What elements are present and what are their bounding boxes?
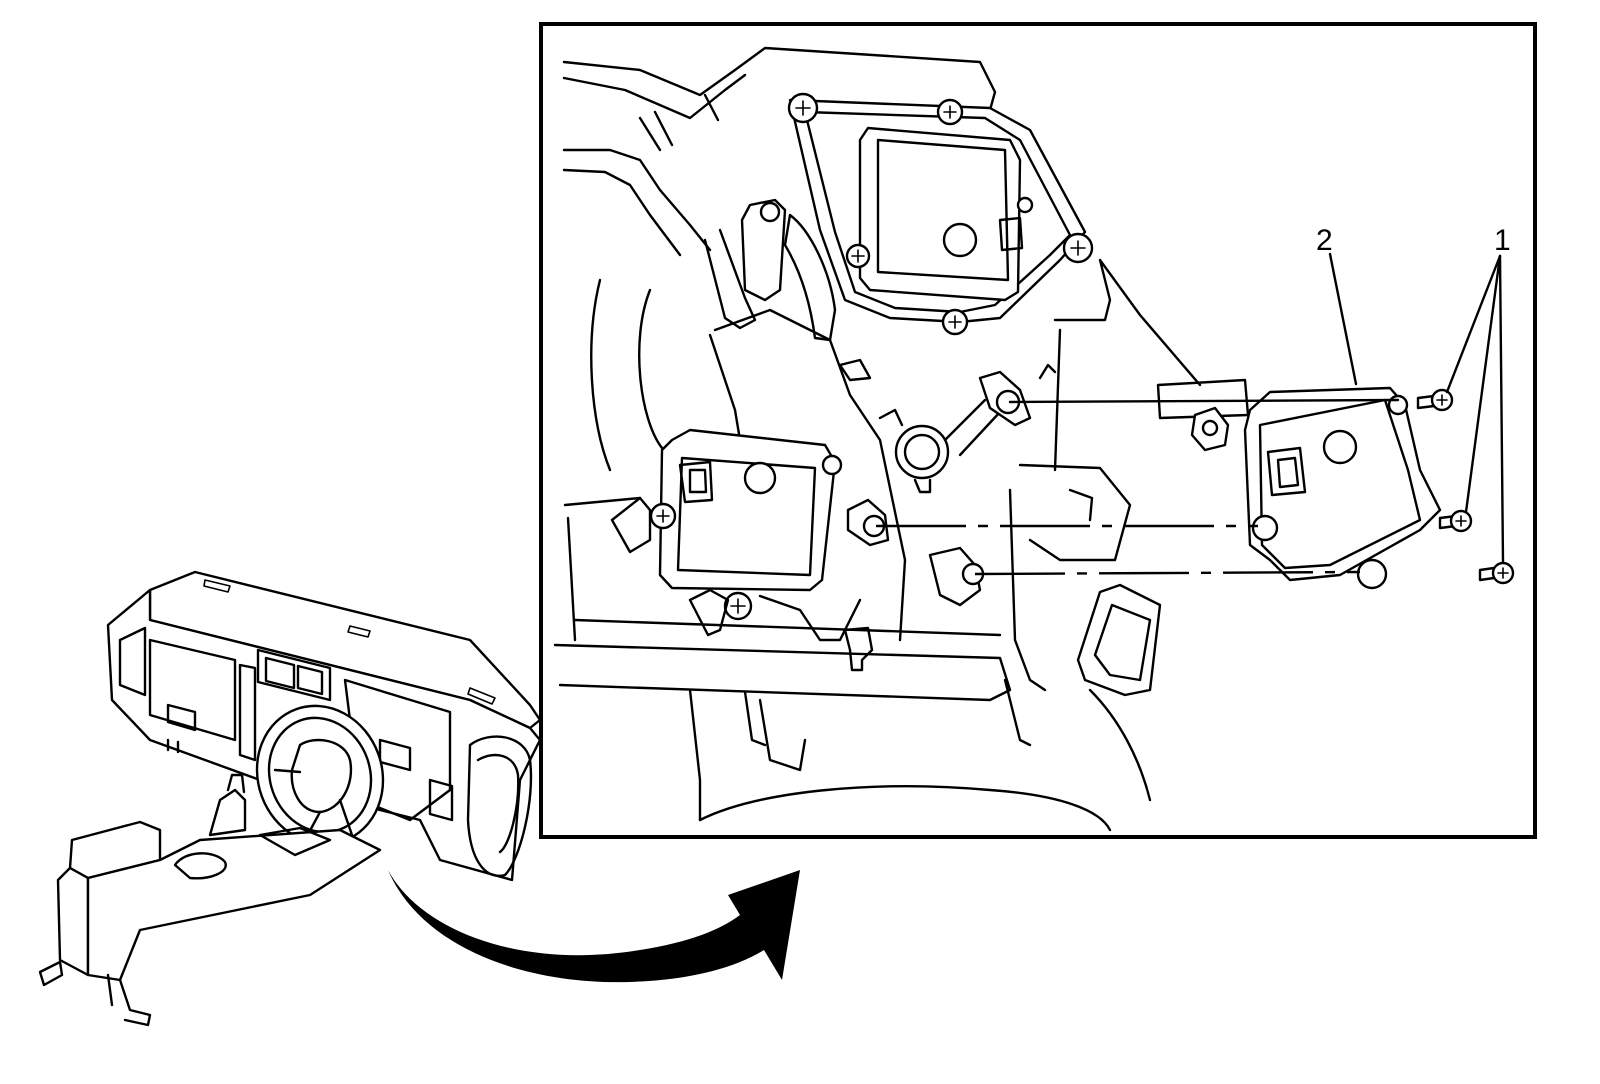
callout-label-one: 1 bbox=[1494, 224, 1511, 257]
instrument-panel-overview bbox=[38, 570, 542, 1027]
fastener-screws bbox=[1416, 388, 1515, 585]
detail-view bbox=[553, 46, 1515, 832]
callout-label-two: 2 bbox=[1316, 224, 1333, 257]
view-transition-arrow bbox=[388, 870, 800, 983]
upper-screw-group bbox=[787, 92, 1094, 336]
